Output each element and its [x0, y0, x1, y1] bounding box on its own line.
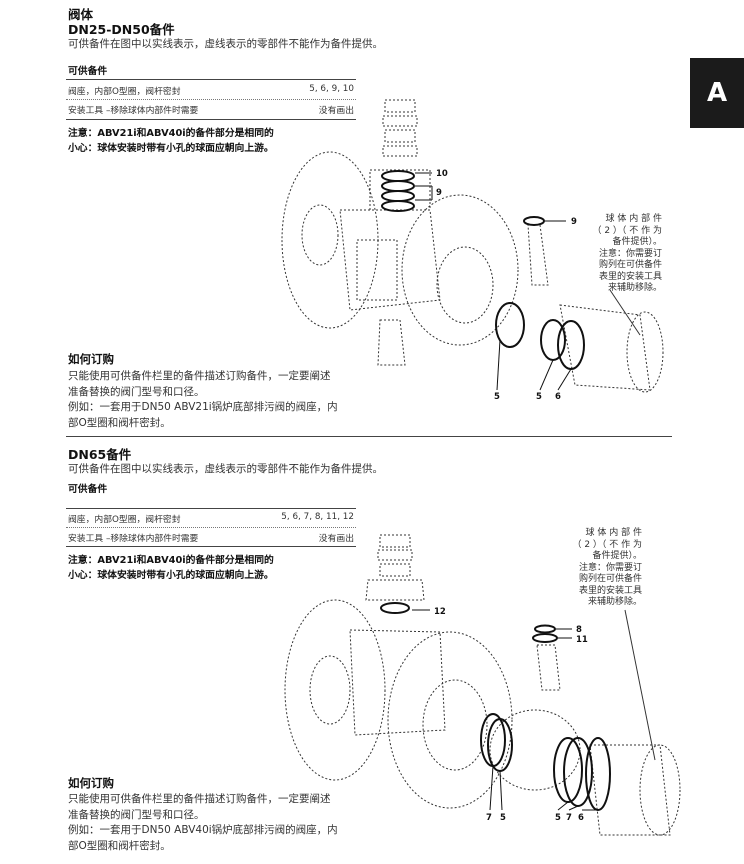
dn65-caution: 小心：球体安装时带有小孔的球面应朝向上游。 [68, 570, 274, 581]
callout-label: 5 [536, 392, 542, 402]
dn25-row-value: 5, 6, 9, 10 [309, 84, 354, 94]
table-rule [66, 546, 356, 547]
dn65-intro: 可供备件在图中以实线表示，虚线表示的零部件不能作为备件提供。 [68, 463, 383, 475]
callout-label: 5 [494, 392, 500, 402]
dn65-row-label: 阀座，内部O型圈，阀杆密封 [68, 515, 181, 525]
callout-label: 5 [555, 813, 561, 823]
dn65-table-title: 可供备件 [68, 484, 108, 495]
dn25-row-label: 阀座，内部O型圈，阀杆密封 [68, 87, 181, 97]
intro-text: 可供备件在图中以实线表示，虚线表示的零部件不能作为备件提供。 [68, 38, 383, 50]
dn65-title: DN65备件 [68, 447, 132, 462]
dn25-row-label: 安装工具 –移除球体内部件时需要 [68, 106, 199, 116]
callout-label: 11 [576, 635, 588, 645]
section-tab: A [690, 58, 744, 128]
callout-label: 5 [500, 813, 506, 823]
table-rule [66, 79, 356, 80]
table-rule [66, 119, 356, 120]
category-heading: 阀体 [68, 7, 94, 22]
table-rule [66, 99, 356, 100]
dn25-side-note: 球 体 内 部 件 （ 2 ）（ 不 作 为 备件提供）。 注意：你需要订 购列… [592, 214, 662, 293]
section-divider [66, 436, 672, 437]
callout-label: 7 [486, 813, 492, 823]
callout-label: 8 [576, 625, 582, 635]
callout-label: 9 [436, 188, 442, 198]
dn25-caution: 小心：球体安装时带有小孔的球面应朝向上游。 [68, 143, 274, 154]
dn65-row-value: 没有画出 [318, 534, 354, 544]
dn65-side-note: 球 体 内 部 件 （ 2 ）（ 不 作 为 备件提供）。 注意：你需要订 购列… [572, 528, 642, 607]
page-title: DN25-DN50备件 [68, 22, 175, 37]
callout-label: 10 [436, 169, 448, 179]
dn25-row-value: 没有画出 [318, 106, 354, 116]
dn65-order-text: 只能使用可供备件栏里的备件描述订购备件，一定要阐述 准备替换的阀门型号和口径。 … [68, 793, 338, 852]
callout-label: 6 [578, 813, 584, 823]
dn65-row-value: 5, 6, 7, 8, 11, 12 [281, 512, 354, 522]
callout-label: 9 [571, 217, 577, 227]
dn65-order-title: 如何订购 [68, 776, 114, 790]
dn65-note: 注意：ABV21i和ABV40i的备件部分是相同的 [68, 555, 274, 566]
callout-label: 6 [555, 392, 561, 402]
dn25-table-title: 可供备件 [68, 66, 108, 77]
callout-label: 12 [434, 607, 446, 617]
dn25-order-text: 只能使用可供备件栏里的备件描述订购备件，一定要阐述 准备替换的阀门型号和口径。 … [68, 370, 338, 429]
table-rule [66, 527, 356, 528]
dn25-order-title: 如何订购 [68, 352, 114, 366]
callout-label: 7 [566, 813, 572, 823]
table-rule [66, 508, 356, 509]
dn65-row-label: 安装工具 –移除球体内部件时需要 [68, 534, 199, 544]
dn25-note: 注意：ABV21i和ABV40i的备件部分是相同的 [68, 128, 274, 139]
